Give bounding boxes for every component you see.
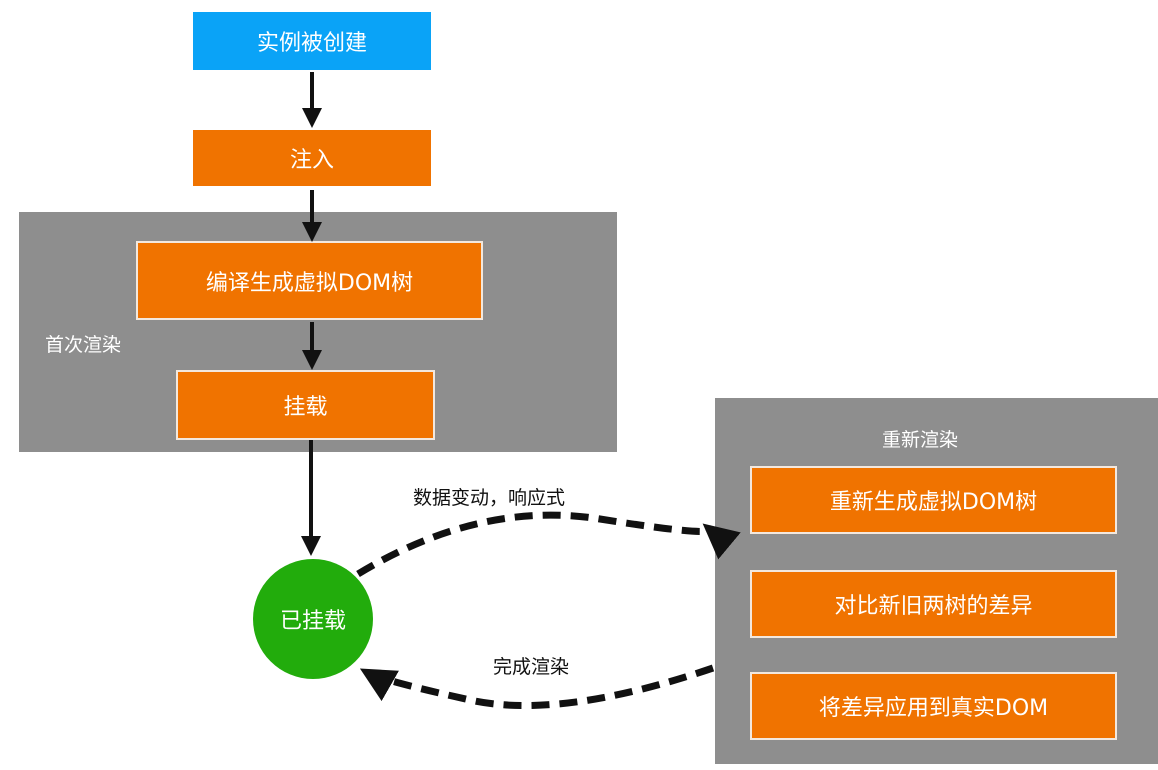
node-compile-vdom: 编译生成虚拟DOM树	[138, 243, 481, 318]
node-instance-created: 实例被创建	[193, 12, 431, 70]
first-render-label: 首次渲染	[45, 334, 122, 356]
node-diff-trees: 对比新旧两树的差异	[752, 572, 1115, 636]
node-regenerate-vdom: 重新生成虚拟DOM树	[752, 468, 1115, 532]
node-mount: 挂载	[178, 372, 433, 438]
node-inject: 注入	[193, 130, 431, 186]
arrow-data-change	[356, 511, 741, 577]
node-mounted: 已挂载	[253, 559, 373, 679]
edge-label-data-change: 数据变动，响应式	[413, 487, 566, 509]
re-render-label: 重新渲染	[882, 429, 959, 451]
node-patch-dom: 将差异应用到真实DOM	[752, 674, 1115, 738]
arrow-render-done	[359, 664, 715, 709]
edge-label-render-done: 完成渲染	[493, 656, 570, 678]
